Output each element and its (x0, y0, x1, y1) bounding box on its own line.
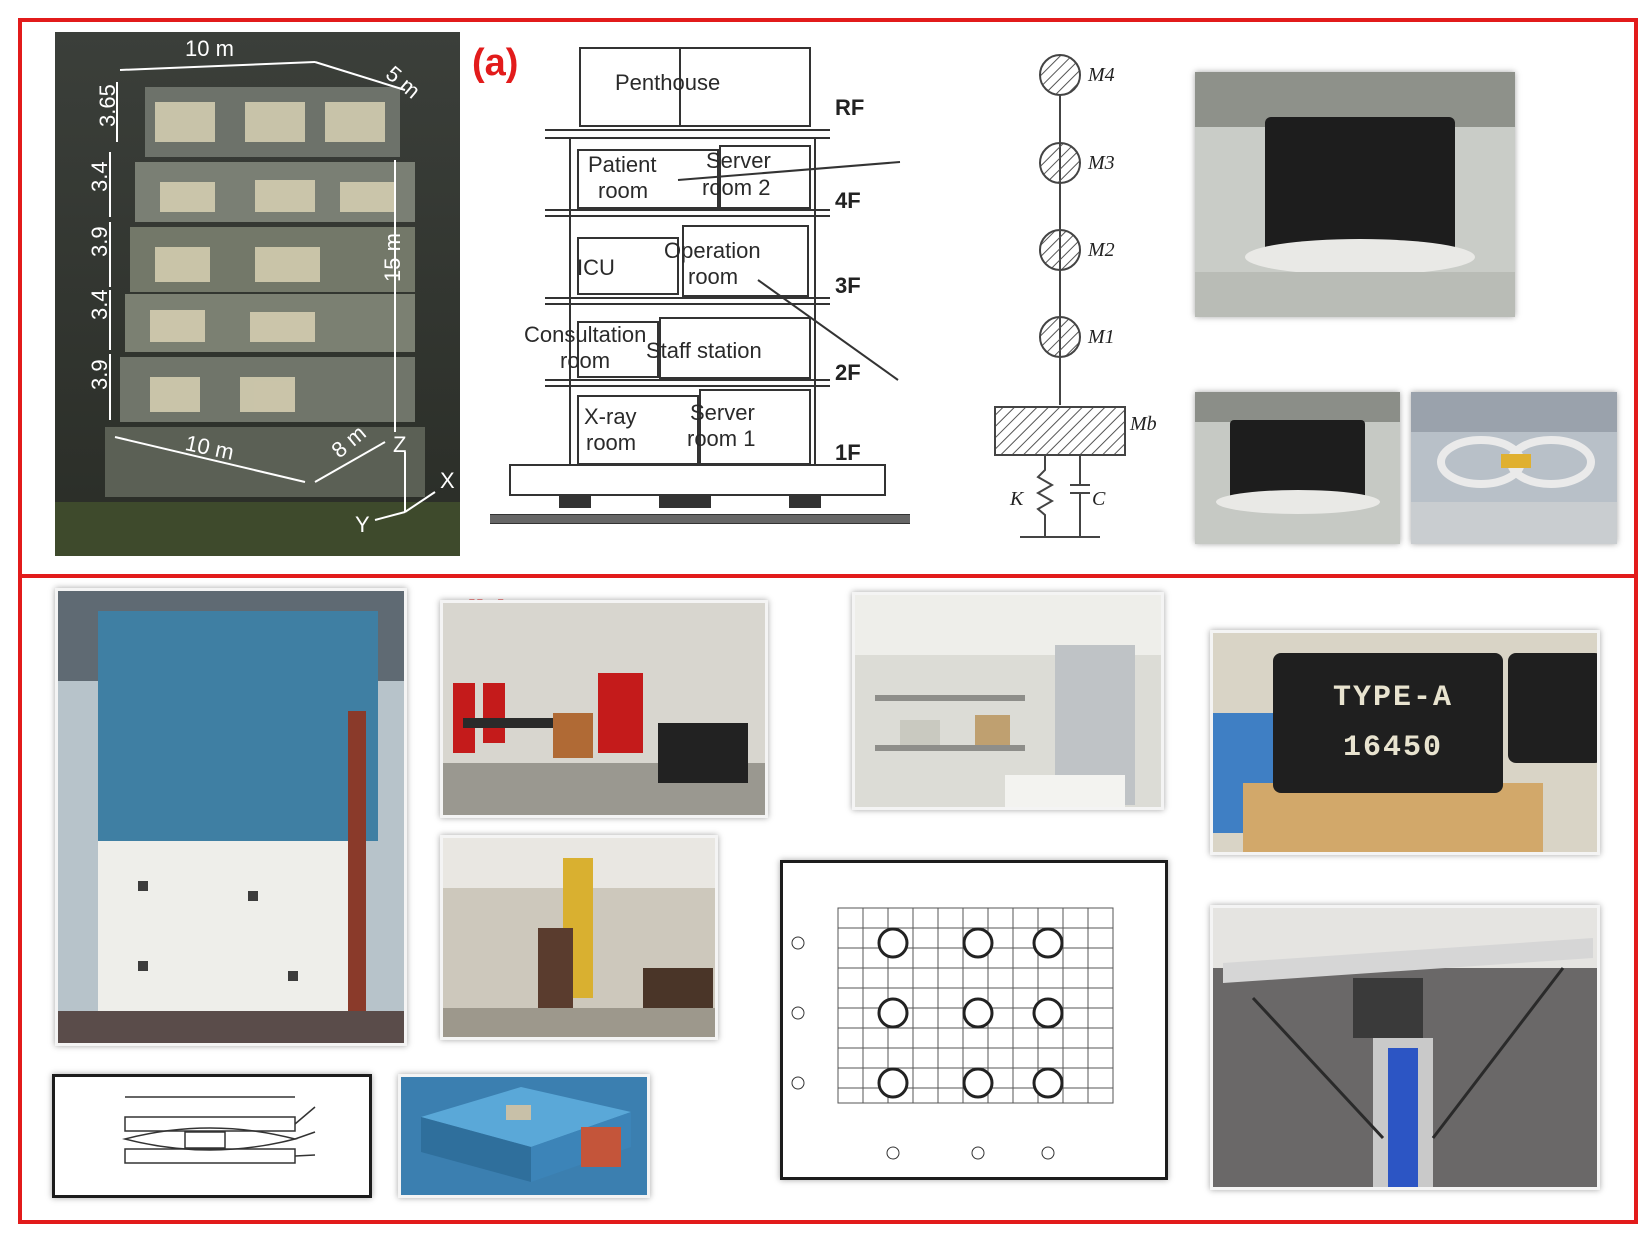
dim-h1: 3.65 (95, 84, 120, 127)
damper-c-label: C (1092, 488, 1106, 510)
dim-h4: 3.4 (87, 289, 112, 320)
storage-room-photo (852, 592, 1164, 810)
room-patient-line2: room (598, 178, 648, 203)
test-building-photo: 10 m 5 m 3.65 3.4 3.9 3.4 3.9 15 m 10 m … (55, 32, 460, 556)
axis-x-label: X (440, 468, 455, 493)
room-staff-station: Staff station (646, 338, 762, 363)
damper-device-photo (1411, 392, 1617, 544)
room-server1-line1: Server (690, 400, 755, 425)
floor-3f-label: 3F (835, 273, 861, 298)
room-operation-line1: Operation (664, 238, 761, 263)
shake-table-building-photo (55, 588, 407, 1046)
room-server1-line2: room 1 (687, 426, 755, 451)
floor-rf-label: RF (835, 95, 864, 120)
damper-installation-photo (1210, 905, 1600, 1190)
floor-1f-label: 1F (835, 440, 861, 465)
hallway-interior-photo (440, 835, 718, 1040)
room-consultation-line1: Consultation (524, 322, 646, 347)
mass-m2-label: M2 (1087, 239, 1115, 261)
room-consultation-line2: room (560, 348, 610, 373)
mass-m1-label: M1 (1087, 326, 1115, 348)
building-section-diagram: Penthouse Patient room Server room 2 ICU… (490, 40, 950, 560)
room-patient-line1: Patient (588, 152, 657, 177)
mass-mb-label: Mb (1129, 413, 1157, 435)
axis-y-label: Y (355, 512, 370, 537)
panel-a-label: (a) (472, 42, 519, 84)
room-xray-line2: room (586, 430, 636, 455)
lumped-mass-model: M4 M3 M2 M1 Mb K C (980, 45, 1160, 555)
rubber-bearing-photo-large (1195, 72, 1515, 317)
axis-z-label: Z (393, 432, 406, 457)
room-server2-line2: room 2 (702, 175, 770, 200)
panel-b-frame (18, 574, 1638, 1224)
floor-4f-label: 4F (835, 188, 861, 213)
floor-2f-label: 2F (835, 360, 861, 385)
dim-h5: 3.9 (87, 359, 112, 390)
room-operation-line2: room (688, 264, 738, 289)
room-penthouse: Penthouse (615, 70, 720, 95)
room-xray-line1: X-ray (584, 404, 637, 429)
isolator-label-line1: TYPE-A (1333, 681, 1454, 715)
room-server2-line1: Server (706, 148, 771, 173)
mass-m4-label: M4 (1087, 64, 1115, 86)
isolator-layout-plan-drawing (780, 860, 1168, 1180)
spring-k-label: K (1009, 488, 1025, 510)
mass-m3-label: M3 (1087, 152, 1115, 174)
dim-h3: 3.9 (87, 226, 112, 257)
dim-h2: 3.4 (87, 161, 112, 192)
room-icu: ICU (577, 255, 615, 280)
rubber-bearing-photo-small (1195, 392, 1400, 544)
dim-top-width: 10 m (185, 36, 234, 61)
office-interior-photo (440, 600, 768, 818)
sliding-isolator-section-drawing (52, 1074, 372, 1198)
isolator-type-a-photo: TYPE-A 16450 (1210, 630, 1600, 855)
isolator-label-line2: 16450 (1343, 731, 1444, 765)
dim-total-height: 15 m (380, 233, 405, 282)
friction-pendulum-bearing-photo (398, 1074, 650, 1198)
